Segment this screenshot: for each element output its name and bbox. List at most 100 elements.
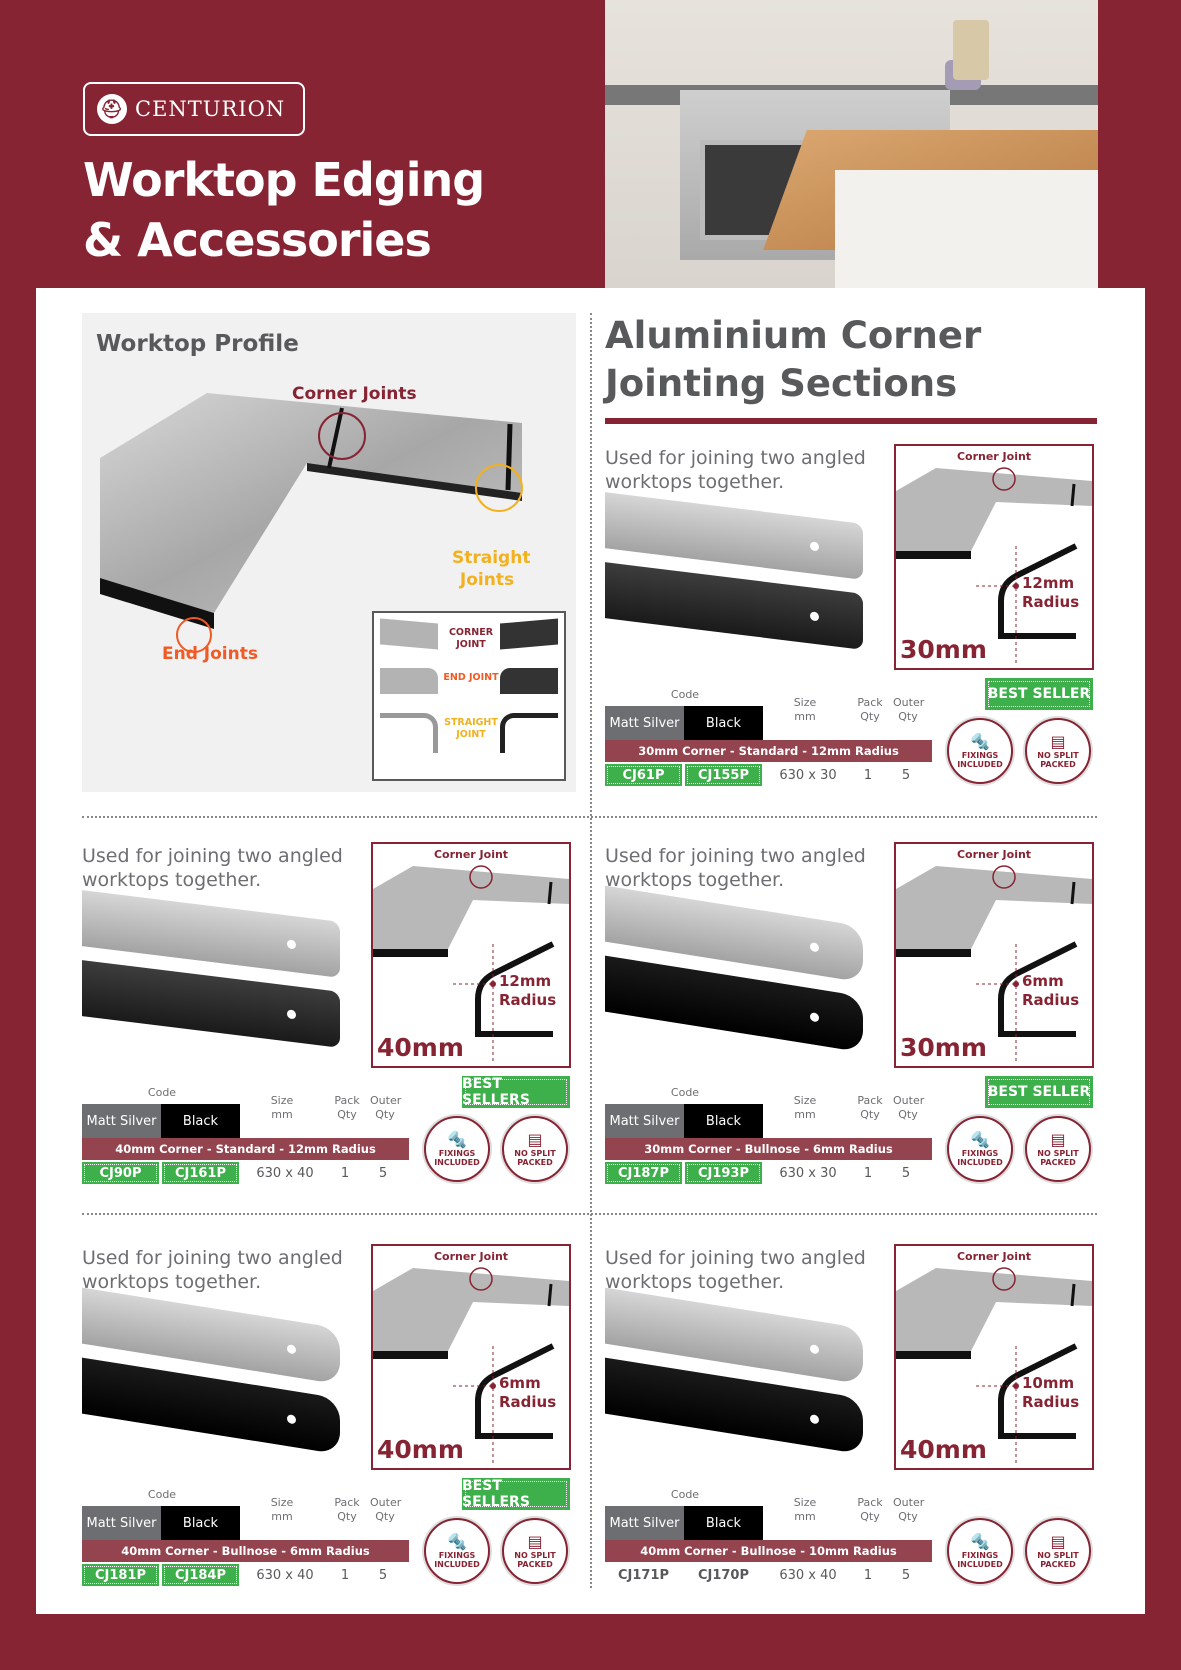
corner-joint-label: Corner Joint xyxy=(956,1250,1032,1263)
fixings-included-badge: 🔩FIXINGS INCLUDED xyxy=(424,1116,490,1182)
corner-profile-diagram xyxy=(896,865,1092,1064)
pack-qty: 1 xyxy=(340,1165,350,1181)
code-header: Code xyxy=(670,1488,700,1501)
nosplit-text: NO SPLIT PACKED xyxy=(1037,751,1079,769)
fixings-text: FIXINGS INCLUDED xyxy=(434,1149,480,1167)
size-header: Size mm xyxy=(270,1094,294,1121)
fixings-text: FIXINGS INCLUDED xyxy=(957,1149,1003,1167)
fixings-text: FIXINGS INCLUDED xyxy=(434,1551,480,1569)
title-rule xyxy=(605,418,1097,424)
profile-box: Corner Joint 6mm Radius 40mm xyxy=(371,1244,571,1470)
pack-header: Pack Qty xyxy=(334,1496,360,1523)
section-title-2: Jointing Sections xyxy=(605,362,958,405)
pack-header: Pack Qty xyxy=(857,1094,883,1121)
nosplit-text: NO SPLIT PACKED xyxy=(514,1551,556,1569)
screw-icon: 🔩 xyxy=(970,1130,990,1149)
product-card: Used for joining two angled worktops tog… xyxy=(82,836,574,1206)
legend-straight: STRAIGHT JOINT xyxy=(444,717,498,740)
matt-silver-header: Matt Silver xyxy=(605,1104,684,1138)
best-seller-badge: BEST SELLER xyxy=(985,1076,1093,1108)
corner-profile-diagram xyxy=(896,1267,1092,1466)
pack-header: Pack Qty xyxy=(857,696,883,723)
no-split-packed-badge: ▤NO SPLIT PACKED xyxy=(1025,718,1091,784)
radius-label: 6mm Radius xyxy=(1022,972,1080,1009)
code-header: Code xyxy=(147,1086,177,1099)
kitchen-photo xyxy=(605,0,1098,288)
screw-icon: 🔩 xyxy=(970,1532,990,1551)
corner-joints-label: Corner Joints xyxy=(292,384,417,404)
fixings-included-badge: 🔩FIXINGS INCLUDED xyxy=(947,1518,1013,1584)
black-code: CJ155P xyxy=(685,764,762,786)
joint-legend: CORNER JOINT END JOINT STRAIGHT JOINT xyxy=(372,611,566,781)
outer-qty: 5 xyxy=(901,1567,911,1583)
size-label: 30mm xyxy=(900,635,987,664)
outer-qty: 5 xyxy=(901,1165,911,1181)
size-label: 40mm xyxy=(377,1435,464,1464)
screw-icon: 🔩 xyxy=(447,1532,467,1551)
nosplit-text: NO SPLIT PACKED xyxy=(1037,1551,1079,1569)
outer-header: Outer Qty xyxy=(370,1496,402,1523)
radius-label: 6mm Radius xyxy=(499,1374,557,1411)
fixings-text: FIXINGS INCLUDED xyxy=(957,751,1003,769)
silver-code: CJ181P xyxy=(82,1564,159,1586)
page-title: Worktop Edging & Accessories xyxy=(83,150,485,270)
fixings-included-badge: 🔩FIXINGS INCLUDED xyxy=(424,1518,490,1584)
black-code: CJ170P xyxy=(697,1567,750,1583)
product-card: Used for joining two angled worktops tog… xyxy=(605,1238,1097,1608)
size-header: Size mm xyxy=(793,1094,817,1121)
black-code: CJ184P xyxy=(162,1564,239,1586)
worktop-profile-panel: Worktop Profile Corner Joints Straight J… xyxy=(82,313,576,792)
product-name: 30mm Corner - Standard - 12mm Radius xyxy=(605,740,932,762)
title-line-1: Worktop Edging xyxy=(83,153,485,207)
code-header: Code xyxy=(670,688,700,701)
size-value: 630 x 40 xyxy=(256,1165,314,1181)
fixings-included-badge: 🔩FIXINGS INCLUDED xyxy=(947,1116,1013,1182)
black-header: Black xyxy=(684,1104,763,1138)
profile-box: Corner Joint 10mm Radius 40mm xyxy=(894,1244,1094,1470)
package-icon: ▤ xyxy=(527,1130,543,1149)
pack-qty: 1 xyxy=(863,767,873,783)
size-label: 40mm xyxy=(900,1435,987,1464)
pack-header: Pack Qty xyxy=(857,1496,883,1523)
straight-joints-label: Straight Joints xyxy=(452,548,531,590)
outer-header: Outer Qty xyxy=(370,1094,402,1121)
best-seller-badge: BEST SELLERS xyxy=(462,1478,570,1510)
profile-title: Worktop Profile xyxy=(96,331,299,357)
pack-qty: 1 xyxy=(863,1165,873,1181)
helmet-icon: ⛑ xyxy=(97,94,127,124)
title-line-2: & Accessories xyxy=(83,213,432,267)
size-value: 630 x 30 xyxy=(779,767,837,783)
black-code: CJ193P xyxy=(685,1162,762,1184)
no-split-packed-badge: ▤NO SPLIT PACKED xyxy=(1025,1116,1091,1182)
silver-code: CJ61P xyxy=(605,764,682,786)
corner-profile-diagram xyxy=(373,1267,569,1466)
product-name: 30mm Corner - Bullnose - 6mm Radius xyxy=(605,1138,932,1160)
black-code: CJ161P xyxy=(162,1162,239,1184)
size-label: 40mm xyxy=(377,1033,464,1062)
nosplit-text: NO SPLIT PACKED xyxy=(1037,1149,1079,1167)
package-icon: ▤ xyxy=(527,1532,543,1551)
profile-box: Corner Joint 12mm Radius 30mm xyxy=(894,444,1094,670)
nosplit-text: NO SPLIT PACKED xyxy=(514,1149,556,1167)
size-header: Size mm xyxy=(793,1496,817,1523)
black-section-image xyxy=(605,562,863,650)
no-split-packed-badge: ▤NO SPLIT PACKED xyxy=(1025,1518,1091,1584)
product-card: Used for joining two angled worktops tog… xyxy=(605,438,1097,808)
radius-label: 12mm Radius xyxy=(1022,574,1080,611)
worktop-diagram xyxy=(100,393,523,653)
no-split-packed-badge: ▤NO SPLIT PACKED xyxy=(502,1518,568,1584)
outer-qty: 5 xyxy=(378,1567,388,1583)
legend-end: END JOINT xyxy=(443,672,499,683)
product-description: Used for joining two angled worktops tog… xyxy=(82,845,343,891)
product-name: 40mm Corner - Bullnose - 6mm Radius xyxy=(82,1540,409,1562)
best-seller-badge: BEST SELLER xyxy=(985,678,1093,710)
row-divider xyxy=(82,816,1097,818)
radius-label: 10mm Radius xyxy=(1022,1374,1080,1411)
outer-header: Outer Qty xyxy=(893,696,925,723)
screw-icon: 🔩 xyxy=(447,1130,467,1149)
fixings-included-badge: 🔩FIXINGS INCLUDED xyxy=(947,718,1013,784)
black-header: Black xyxy=(161,1506,240,1540)
pack-qty: 1 xyxy=(340,1567,350,1583)
end-joints-label: End Joints xyxy=(162,644,258,664)
silver-code: CJ90P xyxy=(82,1162,159,1184)
